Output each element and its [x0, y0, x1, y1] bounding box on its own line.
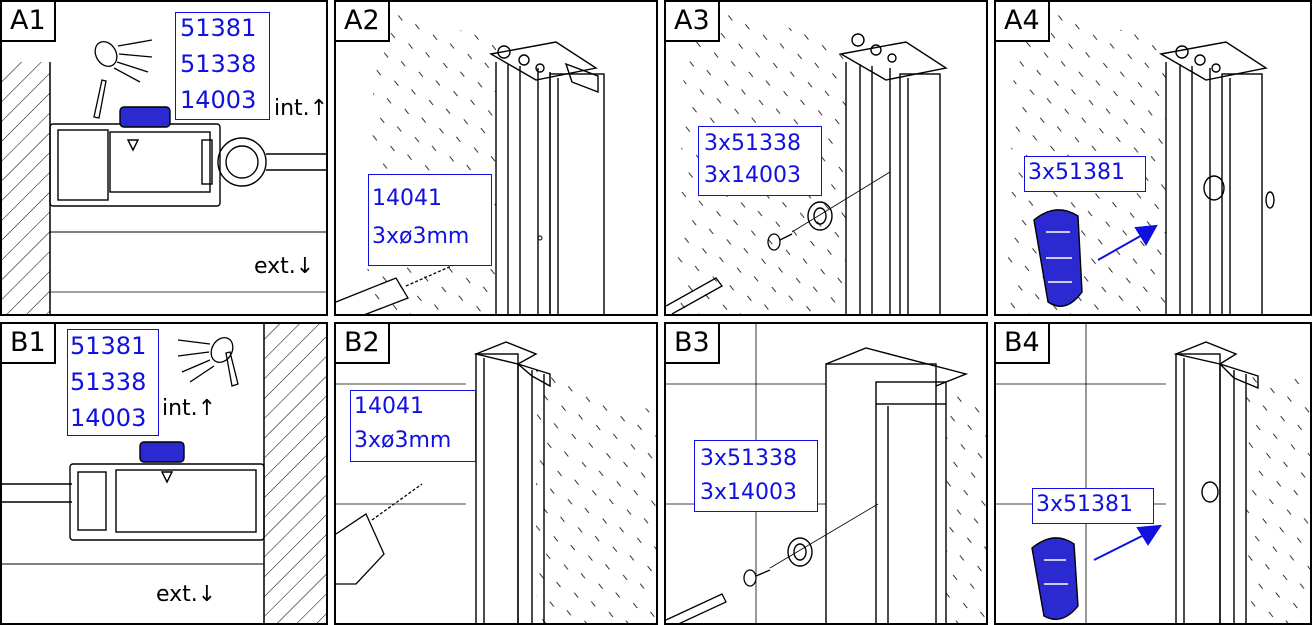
- screwdriver-icon: [666, 593, 727, 623]
- part-number: 51381: [180, 14, 257, 42]
- profile-icon: [825, 347, 969, 623]
- interior-direction: int.↑: [274, 96, 328, 121]
- panel-label: B2: [336, 324, 390, 364]
- drill-spec: 3xø3mm: [354, 428, 452, 453]
- arrow-icon: [1097, 224, 1158, 261]
- wall-hatch-icon: [2, 39, 326, 314]
- interior-label: int.: [162, 396, 198, 421]
- exterior-direction: ext.↓: [254, 254, 314, 279]
- shower-head-icon: [93, 39, 153, 119]
- panel-label: B4: [996, 324, 1050, 364]
- panel-b3: B3 3x51338 3x14003: [664, 322, 988, 625]
- part-numbers: 14041 3xø3mm: [354, 390, 451, 458]
- panel-label: A4: [996, 2, 1050, 42]
- arrow-down-icon: ↓: [295, 254, 315, 279]
- part-number: 51338: [70, 368, 147, 396]
- part-numbers-box: [175, 12, 270, 120]
- part-numbers: 51381 51338 14003: [180, 10, 256, 118]
- panel-label: B1: [2, 324, 56, 364]
- profile-icon: [2, 441, 265, 541]
- panel-label: A1: [2, 2, 56, 42]
- profile-icon: [489, 41, 605, 314]
- part-numbers: 3x51338 3x14003: [700, 442, 797, 510]
- arrow-icon: [1093, 524, 1162, 561]
- part-numbers-box: [698, 126, 822, 196]
- washer-icon: [807, 201, 833, 231]
- part-number: 3x51381: [1028, 160, 1126, 185]
- part-numbers-box: [368, 174, 492, 266]
- part-number: 3x51338: [704, 131, 802, 156]
- arrow-up-icon: ↑: [197, 396, 217, 421]
- washer-icon: [787, 537, 813, 567]
- panel-label: B3: [666, 324, 720, 364]
- drill-icon: [336, 483, 423, 585]
- part-numbers-box: [1024, 156, 1146, 192]
- part-number: 14041: [372, 186, 442, 211]
- profile-icon: [49, 106, 326, 207]
- interior-label: int.: [274, 96, 310, 121]
- arrow-down-icon: ↓: [197, 582, 217, 607]
- exterior-direction: ext.↓: [156, 582, 216, 607]
- drill-icon: [336, 263, 457, 314]
- part-numbers-box: [67, 329, 159, 436]
- profile-icon: [1159, 41, 1275, 314]
- part-number: 51381: [70, 332, 147, 360]
- part-number: 3x51338: [700, 446, 798, 471]
- part-numbers-box: [694, 440, 818, 512]
- screw-icon: [743, 569, 771, 587]
- part-numbers: 51381 51338 14003: [70, 328, 146, 436]
- screwdriver-icon: [666, 277, 723, 314]
- profile-icon: [473, 341, 551, 623]
- screw-icon: [767, 233, 793, 251]
- panel-a1: A1 51381 51338 14003 int.↑ ext.↓: [0, 0, 328, 316]
- profile-icon: [839, 33, 948, 314]
- part-number: 3x14003: [700, 480, 798, 505]
- part-number: 51338: [180, 50, 257, 78]
- part-numbers: 14041 3xø3mm: [372, 180, 469, 256]
- panel-b4: B4 3x51381: [994, 322, 1312, 625]
- panel-label: A3: [666, 2, 720, 42]
- panel-a3: A3 3x51338 3x14003: [664, 0, 988, 316]
- part-number: 14003: [70, 404, 147, 432]
- part-number: 3x14003: [704, 163, 802, 188]
- exterior-label: ext.: [254, 254, 296, 279]
- exterior-label: ext.: [156, 582, 198, 607]
- part-numbers-box: [350, 390, 476, 462]
- end-cap-icon: [1033, 209, 1083, 307]
- panel-label: A2: [336, 2, 390, 42]
- arrow-up-icon: ↑: [309, 96, 328, 121]
- part-numbers: 3x51381: [1036, 490, 1133, 520]
- shower-head-icon: [177, 337, 239, 387]
- part-number: 3x51381: [1036, 492, 1134, 517]
- panel-a4: A4 3x51381: [994, 0, 1312, 316]
- panel-b2: B2 14041 3xø3mm: [334, 322, 658, 625]
- panel-b1: B1 51381 51338 14003 int.↑ ext.↓: [0, 322, 328, 625]
- profile-icon: [1173, 341, 1259, 623]
- part-numbers: 3x51381: [1028, 158, 1125, 188]
- part-number: 14041: [354, 394, 424, 419]
- part-numbers-box: [1032, 488, 1154, 524]
- panel-a2: A2 14041 3xø3mm: [334, 0, 658, 316]
- end-cap-icon: [1031, 537, 1079, 620]
- interior-direction: int.↑: [162, 396, 216, 421]
- part-number: 14003: [180, 86, 257, 114]
- drill-spec: 3xø3mm: [372, 224, 470, 249]
- part-numbers: 3x51338 3x14003: [704, 128, 801, 192]
